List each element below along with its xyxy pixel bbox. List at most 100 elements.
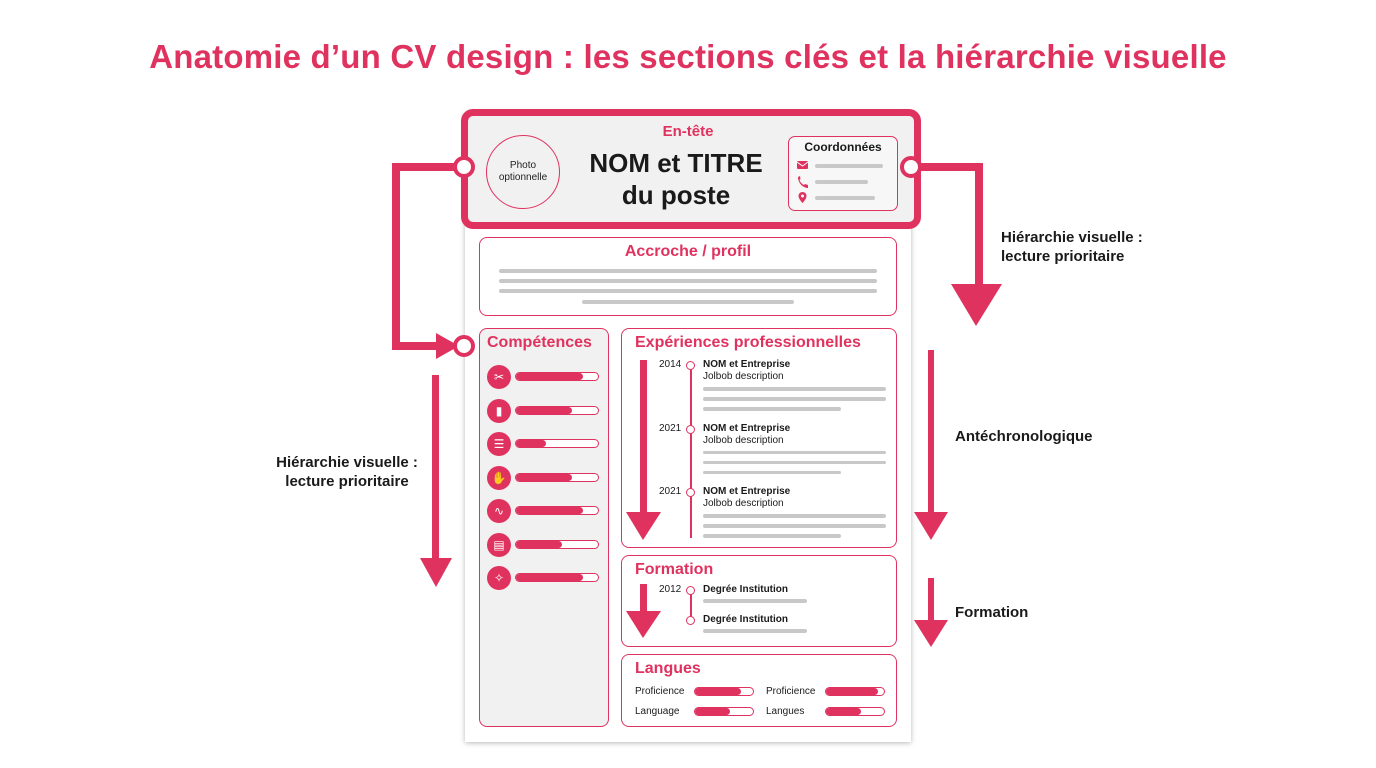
annotation-right-top-line1: Hiérarchie visuelle : bbox=[1001, 229, 1143, 246]
name-title-line2: du poste bbox=[621, 180, 731, 210]
experience-name: NOM et Entreprise bbox=[703, 422, 791, 434]
education-name: Degrée Institution bbox=[703, 614, 789, 625]
profile-line bbox=[499, 279, 877, 283]
contact-title: Coordonnées bbox=[804, 140, 882, 154]
skill-level-bar bbox=[515, 573, 599, 582]
bar-chart-icon: ▮ bbox=[487, 398, 511, 423]
language-level-fill bbox=[695, 708, 730, 715]
left-connector-dot bbox=[453, 156, 475, 178]
experience-year: 2021 bbox=[659, 422, 682, 434]
timeline-dot bbox=[686, 361, 695, 370]
skill-level-fill bbox=[516, 473, 572, 481]
skill-level-fill bbox=[516, 440, 546, 447]
handshake-icon: ✧ bbox=[487, 566, 511, 590]
profile-title: Accroche / profil bbox=[624, 243, 752, 260]
education-arrowhead bbox=[626, 611, 661, 638]
skill-level-fill bbox=[516, 373, 584, 380]
skill-level-bar bbox=[515, 405, 599, 415]
education-text-line bbox=[703, 629, 807, 633]
contact-line bbox=[815, 164, 883, 168]
header-section-label: En-tête bbox=[662, 123, 714, 140]
experience-arrow bbox=[640, 360, 647, 516]
presentation-icon: ▤ bbox=[487, 532, 511, 557]
contact-icons bbox=[796, 161, 809, 203]
experience-year: 2014 bbox=[659, 359, 682, 370]
skill-level-bar bbox=[515, 439, 599, 448]
contact-line bbox=[815, 196, 875, 200]
language-level-fill bbox=[826, 688, 879, 695]
antechronological-arrowhead bbox=[914, 512, 948, 540]
name-and-job-title: NOM et TITRE du poste bbox=[576, 147, 776, 211]
formation-arrow bbox=[928, 578, 934, 622]
profile-line bbox=[499, 289, 877, 293]
annotation-formation: Formation bbox=[955, 604, 1029, 621]
formation-arrowhead bbox=[914, 620, 948, 647]
experience-description: Jolbob description bbox=[703, 434, 784, 446]
experience-text-line bbox=[703, 524, 886, 528]
education-title: Formation bbox=[635, 561, 714, 578]
right-connector-arrowhead bbox=[951, 284, 1002, 326]
skills-connector-dot bbox=[453, 335, 475, 357]
timeline-dot bbox=[686, 424, 695, 434]
annotation-left-line1: Hiérarchie visuelle : bbox=[276, 454, 418, 471]
profile-line bbox=[499, 269, 877, 273]
skill-level-fill bbox=[516, 507, 584, 514]
antechronological-arrow bbox=[928, 350, 934, 516]
annotation-right-top-line2: lecture prioritaire bbox=[1001, 248, 1125, 265]
languages-title: Langues bbox=[635, 660, 701, 677]
education-name: Degrée Institution bbox=[703, 584, 789, 595]
location-pin-icon bbox=[798, 192, 807, 203]
language-level-bar bbox=[694, 707, 754, 716]
skill-level-fill bbox=[516, 406, 572, 414]
experience-name: NOM et Entreprise bbox=[703, 486, 791, 497]
timeline-dot bbox=[686, 616, 695, 625]
skill-level-fill bbox=[516, 574, 584, 581]
education-year: 2012 bbox=[659, 584, 682, 595]
left-connector-arrowhead bbox=[436, 333, 459, 359]
phone-icon bbox=[798, 176, 808, 188]
tools-icon: ✂ bbox=[487, 365, 511, 389]
language-label: Proficience bbox=[766, 686, 816, 697]
annotation-right-top: Hiérarchie visuelle : lecture prioritair… bbox=[1001, 228, 1143, 266]
photo-placeholder: Photo optionnelle bbox=[486, 135, 560, 209]
photo-label-line1: Photo bbox=[509, 160, 537, 171]
experience-name: NOM et Entreprise bbox=[703, 359, 791, 370]
page-title: Anatomie d’un CV design : les sections c… bbox=[149, 38, 1227, 75]
experience-text-line bbox=[703, 397, 886, 401]
language-level-bar bbox=[825, 707, 885, 716]
skills-title: Compétences bbox=[487, 334, 592, 351]
skill-level-bar bbox=[515, 539, 599, 549]
language-level-bar bbox=[825, 687, 885, 696]
trend-line-icon: ∿ bbox=[487, 499, 511, 523]
profile-line bbox=[582, 300, 794, 304]
experience-description: Jolbob description bbox=[703, 498, 784, 509]
right-connector-dot bbox=[900, 156, 922, 178]
education-timeline bbox=[690, 590, 692, 620]
skill-level-bar bbox=[515, 372, 599, 381]
language-level-fill bbox=[826, 708, 861, 715]
experience-text-line bbox=[703, 450, 886, 454]
contact-line bbox=[815, 180, 868, 184]
timeline-dot bbox=[686, 488, 695, 497]
language-level-bar bbox=[694, 687, 754, 696]
experience-text-line bbox=[703, 514, 886, 518]
experience-text-line bbox=[703, 387, 886, 391]
name-title-line1: NOM et TITRE bbox=[589, 148, 763, 178]
experience-timeline bbox=[690, 366, 692, 538]
checklist-icon: ☰ bbox=[487, 432, 511, 456]
envelope-icon bbox=[796, 161, 809, 169]
photo-label-line2: optionnelle bbox=[498, 172, 548, 183]
experience-text-line bbox=[703, 460, 886, 464]
experience-text-line bbox=[703, 470, 841, 474]
experience-year: 2021 bbox=[659, 486, 682, 497]
experience-section bbox=[621, 328, 897, 548]
skill-level-bar bbox=[515, 506, 599, 515]
experience-title: Expériences professionnelles bbox=[635, 334, 861, 351]
right-connector-arrow bbox=[911, 163, 983, 288]
skills-section bbox=[479, 328, 609, 727]
education-arrow bbox=[640, 584, 647, 614]
education-text-line bbox=[703, 599, 807, 603]
annotation-left-line2: lecture prioritaire bbox=[285, 473, 409, 490]
growth-hand-icon: ✋ bbox=[487, 465, 511, 490]
